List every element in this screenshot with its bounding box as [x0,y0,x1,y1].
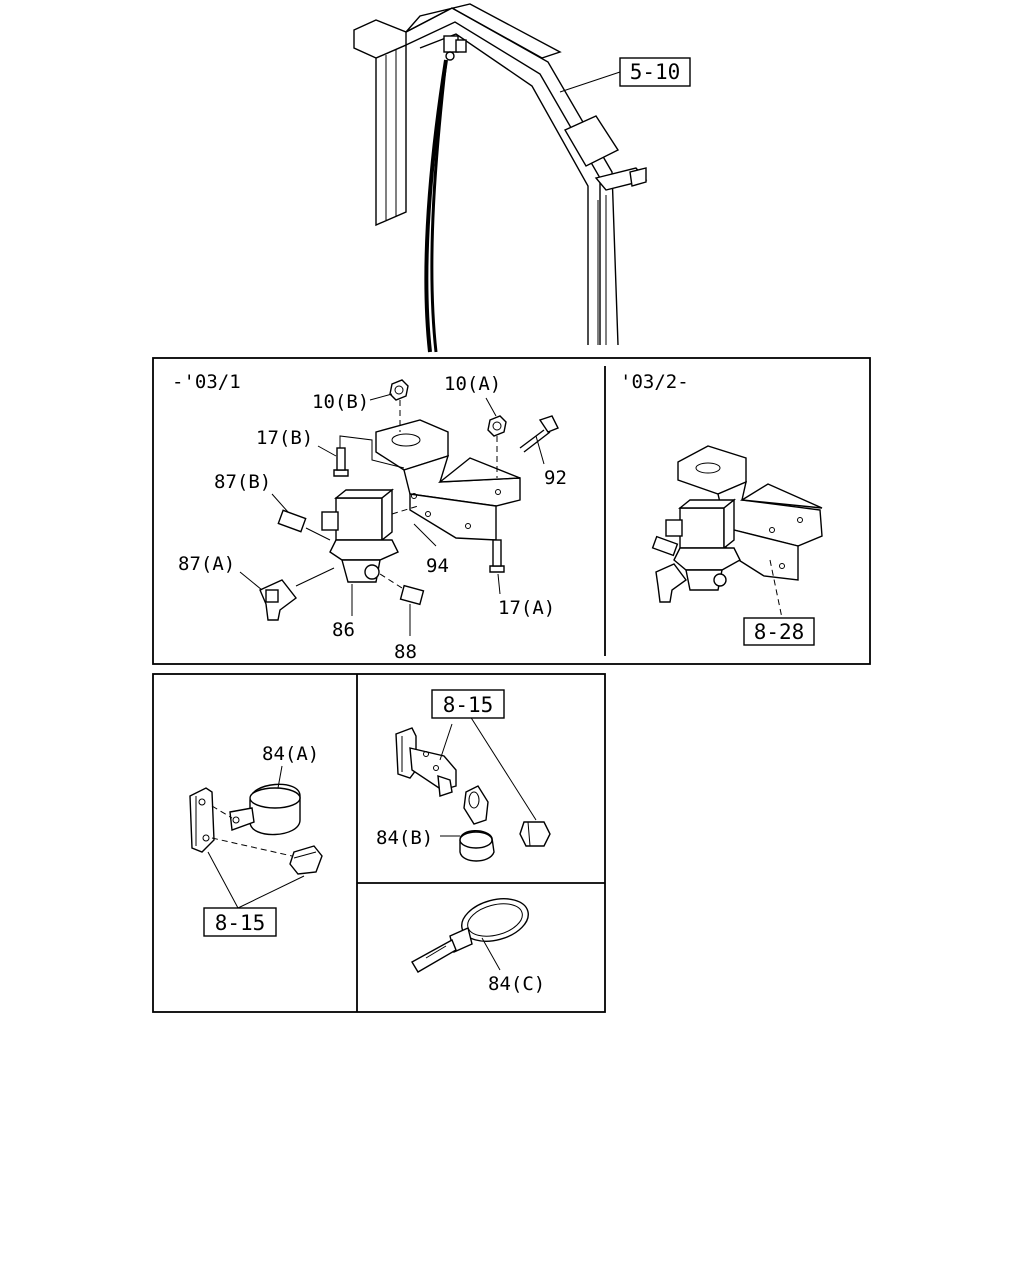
cable-tie-84c-drawing [411,898,529,973]
label-clamp-84a: 84(A) [262,743,319,765]
ref-8-15-a: 8-15 [215,911,266,935]
label-bolt-17a: 17(A) [498,597,555,619]
ref-8-28: 8-28 [754,620,805,644]
valve-assembly-panel [152,357,871,665]
ref-box-8-15-a [203,907,277,937]
clamp-84a-drawing [189,765,323,909]
label-nut-10a: 10(A) [444,373,501,395]
ref-box-5-10 [619,57,691,87]
label-tie-84c: 84(C) [488,973,545,995]
ref-box-8-15-b [431,689,505,719]
period-old: -'03/1 [172,371,241,393]
label-plug-88: 88 [394,641,417,663]
cab-frame-drawing [353,3,648,353]
valve-assembly-new-drawing [651,445,823,619]
label-valve-86: 86 [332,619,355,641]
clamp-panel [152,673,606,1013]
label-clamp-84b: 84(B) [376,827,433,849]
ref-5-10: 5-10 [630,60,681,84]
ref-box-8-28 [743,617,815,646]
label-bracket-94: 94 [426,555,449,577]
period-new: '03/2- [620,371,689,393]
label-bolt-17b: 17(B) [256,427,313,449]
valve-assembly-old-drawing [239,379,559,636]
label-fitting-87b: 87(B) [214,471,271,493]
label-fitting-87a: 87(A) [178,553,235,575]
clamp-84b-drawing [395,715,551,862]
label-bolt-92: 92 [544,467,567,489]
ref-8-15-b: 8-15 [443,693,494,717]
label-nut-10b: 10(B) [312,391,369,413]
